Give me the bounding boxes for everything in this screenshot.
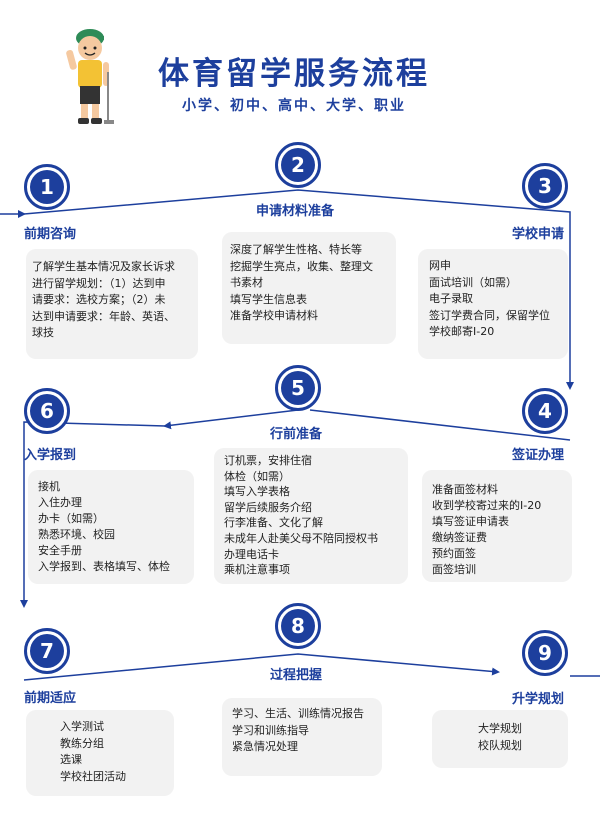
step-1-badge-icon: 1 xyxy=(24,164,70,210)
step-2-badge-icon: 2 xyxy=(275,142,321,188)
step-2-label: 申请材料准备 xyxy=(256,204,335,219)
step-8-details: 学习、生活、训练情况报告学习和训练指导紧急情况处理 xyxy=(222,698,382,776)
step-3-badge-icon: 3 xyxy=(522,163,568,209)
step-7-badge-icon: 7 xyxy=(24,628,70,674)
step-9-label: 升学规划 xyxy=(512,692,565,707)
step-8-label: 过程把握 xyxy=(270,668,323,683)
page-subtitle: 小学、初中、高中、大学、职业 xyxy=(182,98,406,114)
row2-arrow xyxy=(163,409,299,430)
step-9-badge-icon: 9 xyxy=(522,630,568,676)
step-6-details: 接机入住办理办卡（如需）熟悉环境、校园安全手册入学报到、表格填写、体检 xyxy=(28,470,194,584)
step-9-details: 大学规划校队规划 xyxy=(432,710,568,768)
step-1-details: 了解学生基本情况及家长诉求进行留学规划：（1）达到申请要求：选校方案；（2）未达… xyxy=(26,249,198,359)
step-5-details: 订机票，安排住宿体检（如需）填写入学表格留学后续服务介绍行李准备、文化了解未成年… xyxy=(214,448,408,584)
step-5-badge-icon: 5 xyxy=(275,365,321,411)
page-title: 体育留学服务流程 xyxy=(158,56,430,92)
step-8-badge-icon: 8 xyxy=(275,603,321,649)
step-3-details: 网申面试培训（如需）电子录取签订学费合同，保留学位学校邮寄I-20 xyxy=(418,249,568,359)
step-4-label: 签证办理 xyxy=(512,448,565,463)
connector-row2-left xyxy=(20,421,166,608)
step-2-details: 深度了解学生性格、特长等挖掘学生亮点，收集、整理文书素材填写学生信息表准备学校申… xyxy=(222,232,396,344)
step-6-label: 入学报到 xyxy=(24,448,77,463)
row2-right-segment xyxy=(309,409,571,441)
step-1-label: 前期咨询 xyxy=(24,227,77,242)
step-4-badge-icon: 4 xyxy=(522,388,568,434)
step-7-label: 前期适应 xyxy=(24,691,77,706)
connector-row1 xyxy=(23,189,574,390)
step-7-details: 入学测试教练分组选课学校社团活动 xyxy=(26,710,174,796)
step-5-label: 行前准备 xyxy=(270,427,323,442)
step-3-label: 学校申请 xyxy=(512,227,565,242)
golfer-mascot-icon xyxy=(66,29,114,124)
step-6-badge-icon: 6 xyxy=(24,388,70,434)
connector-row3 xyxy=(23,653,500,681)
